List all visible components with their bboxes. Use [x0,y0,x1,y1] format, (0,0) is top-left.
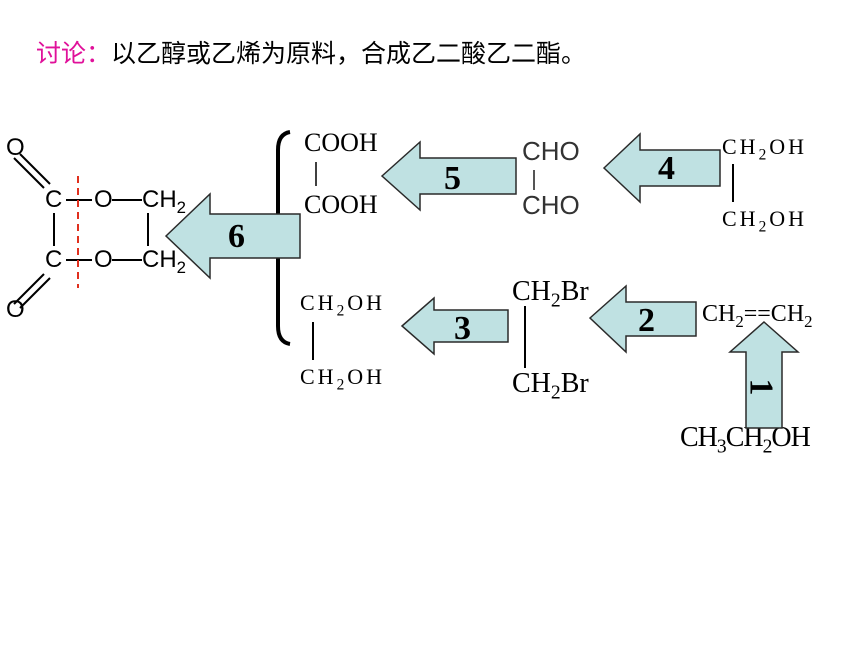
step-label-6: 6 [228,218,245,255]
dibromide-bottom: CH2Br [512,368,589,404]
glycol-top-right-bond [732,164,734,202]
arrow-1 [728,320,800,429]
step-label-4: 4 [658,150,675,187]
ethanol: CH3CH2OH [680,422,811,458]
step-label-1: 1 [742,378,780,396]
ester-o-ring-top: O [94,186,113,213]
ester-o-bottom: O [6,296,25,323]
ester-o-top: O [6,134,25,161]
arrow-5 [380,140,517,212]
ester-ch2-bottom: CH2 [142,246,187,277]
ester-c-bottom: C [45,246,63,273]
arrow-4 [602,132,721,204]
glycol-top-right-lower: CH2OH [722,206,808,236]
ester-ch2-top: CH2 [142,186,187,217]
ester-o-ring-bottom: O [94,246,113,273]
arrow-6 [164,192,301,280]
glycol-lower-bond [312,322,314,360]
step-label-5: 5 [444,160,461,197]
arrow-2 [588,284,697,354]
dibromide-bond [524,306,526,368]
glyoxal-bottom: CHO [522,190,580,220]
glycol-top-right-upper: CH2OH [722,134,808,164]
glycol-lower-upper: CH2OH [300,290,386,320]
step-label-2: 2 [638,302,655,339]
glycol-lower-lower: CH2OH [300,364,386,394]
glyoxal-top: CHO [522,136,580,166]
ethylene: CH2==CH2 [702,301,813,331]
step-label-3: 3 [454,310,471,347]
oxalic-acid-top: COOH [304,128,378,157]
oxalic-acid-bottom: COOH [304,190,378,219]
title: 讨论：以乙醇或乙烯为原料，合成乙二酸乙二酯。 [36,34,586,70]
title-text: 以乙醇或乙烯为原料，合成乙二酸乙二酯。 [111,39,587,68]
title-prefix: 讨论： [36,39,112,68]
dibromide-top: CH2Br [512,276,589,312]
ester-c-top: C [45,186,63,213]
arrow-3 [400,296,509,356]
